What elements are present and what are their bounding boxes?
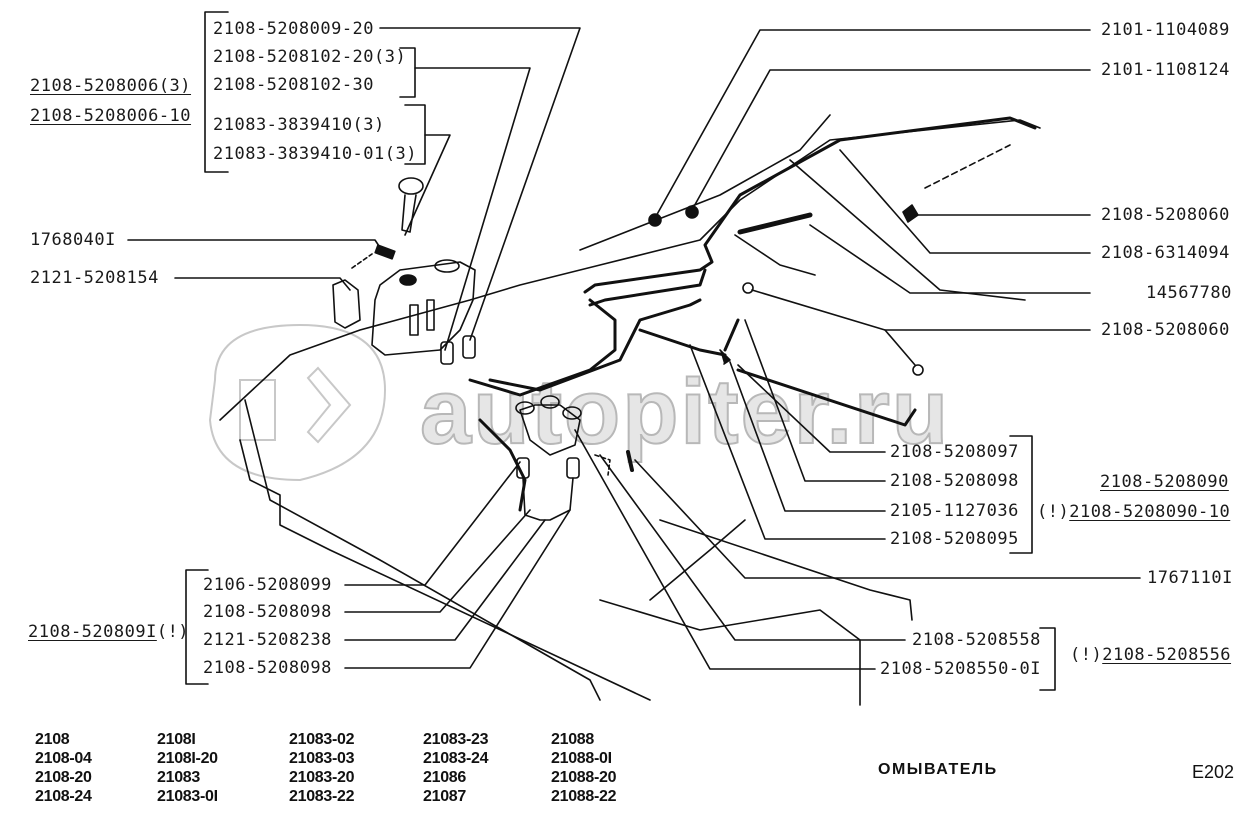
part-label: 2108-5208060	[1101, 320, 1230, 340]
part-label: 1767110I	[1147, 568, 1233, 588]
model: 21083-02	[289, 731, 355, 748]
model: 2108I	[157, 731, 196, 748]
model: 21088	[551, 731, 594, 748]
part-label: 14567780	[1146, 283, 1232, 303]
model: 21087	[423, 788, 466, 805]
model: 21088-20	[551, 769, 617, 786]
part-label: 2101-1108124	[1101, 60, 1230, 80]
assembly-rear-washer-code-1: 2108-5208090	[1100, 472, 1229, 492]
part-label: 2108-5208097	[890, 442, 1019, 462]
part-label: 2108-5208009-20	[213, 19, 375, 39]
part-label: 2101-1104089	[1101, 20, 1230, 40]
part-label: 2108-6314094	[1101, 243, 1230, 263]
model-column: 2108I 2108I-20 21083 21083-0I	[157, 730, 218, 806]
part-label: 2105-1127036	[890, 501, 1019, 521]
part-label: 2108-5208558	[912, 630, 1041, 650]
model: 21083-03	[289, 750, 355, 767]
assembly-code: 2108-520809I	[28, 622, 157, 642]
washer-hose	[583, 116, 1037, 294]
assembly-rear-washer-code-2: (!)2108-5208090-10	[1037, 502, 1230, 522]
diagram-title: ОМЫВАТЕЛЬ	[878, 761, 998, 778]
part-label: 2108-5208095	[890, 529, 1019, 549]
part-label: 21083-3839410(3)	[213, 115, 385, 135]
part-label: 2108-5208102-20(3)	[213, 47, 407, 67]
model: 21088-0I	[551, 750, 612, 767]
part-label: 2121-5208238	[203, 630, 332, 650]
part-label: 2108-5208102-30	[213, 75, 375, 95]
part-label: 2108-5208550-0I	[880, 659, 1042, 679]
part-label: 1768040I	[30, 230, 116, 250]
note-mark: (!)	[1037, 502, 1070, 522]
part-label: 2108-5208060	[1101, 205, 1230, 225]
assembly-code: 2108-5208090-10	[1069, 502, 1231, 522]
model: 21083	[157, 769, 200, 786]
assembly-pump: 2108-520809I(!)	[28, 622, 189, 642]
model: 21088-22	[551, 788, 617, 805]
model-column: 2108 2108-04 2108-20 2108-24	[35, 730, 92, 806]
model: 21083-24	[423, 750, 489, 767]
model: 21083-0I	[157, 788, 218, 805]
model: 2108-04	[35, 750, 92, 767]
watermark-logo	[208, 323, 387, 482]
model-column: 21083-02 21083-03 21083-20 21083-22	[289, 730, 355, 806]
part-label: 2106-5208099	[203, 575, 332, 595]
model: 21083-22	[289, 788, 355, 805]
part-label: 2108-5208098	[203, 658, 332, 678]
part-label: 21083-3839410-01(3)	[213, 144, 417, 164]
note-mark: (!)	[156, 622, 190, 642]
part-label: 2108-5208098	[203, 602, 332, 622]
model: 21083-23	[423, 731, 489, 748]
note-mark: (!)	[1070, 645, 1103, 665]
assembly-reservoir-code-1: 2108-5208006(3)	[30, 76, 192, 96]
model: 2108-20	[35, 769, 92, 786]
model: 21086	[423, 769, 466, 786]
model: 2108-24	[35, 788, 92, 805]
assembly-code: 2108-5208556	[1102, 645, 1232, 665]
part-label: 2121-5208154	[30, 268, 159, 288]
washer-reservoir	[371, 261, 476, 356]
model: 2108	[35, 731, 70, 748]
assembly-nozzle: (!)2108-5208556	[1070, 645, 1231, 665]
model: 2108I-20	[157, 750, 218, 767]
model-column: 21083-23 21083-24 21086 21087	[423, 730, 489, 806]
part-label: 2108-5208098	[890, 471, 1019, 491]
page-code: E202	[1192, 762, 1235, 782]
bracket-top	[204, 11, 229, 173]
assembly-reservoir-code-2: 2108-5208006-10	[30, 106, 192, 126]
model: 21083-20	[289, 769, 355, 786]
model-column: 21088 21088-0I 21088-20 21088-22	[551, 730, 617, 806]
